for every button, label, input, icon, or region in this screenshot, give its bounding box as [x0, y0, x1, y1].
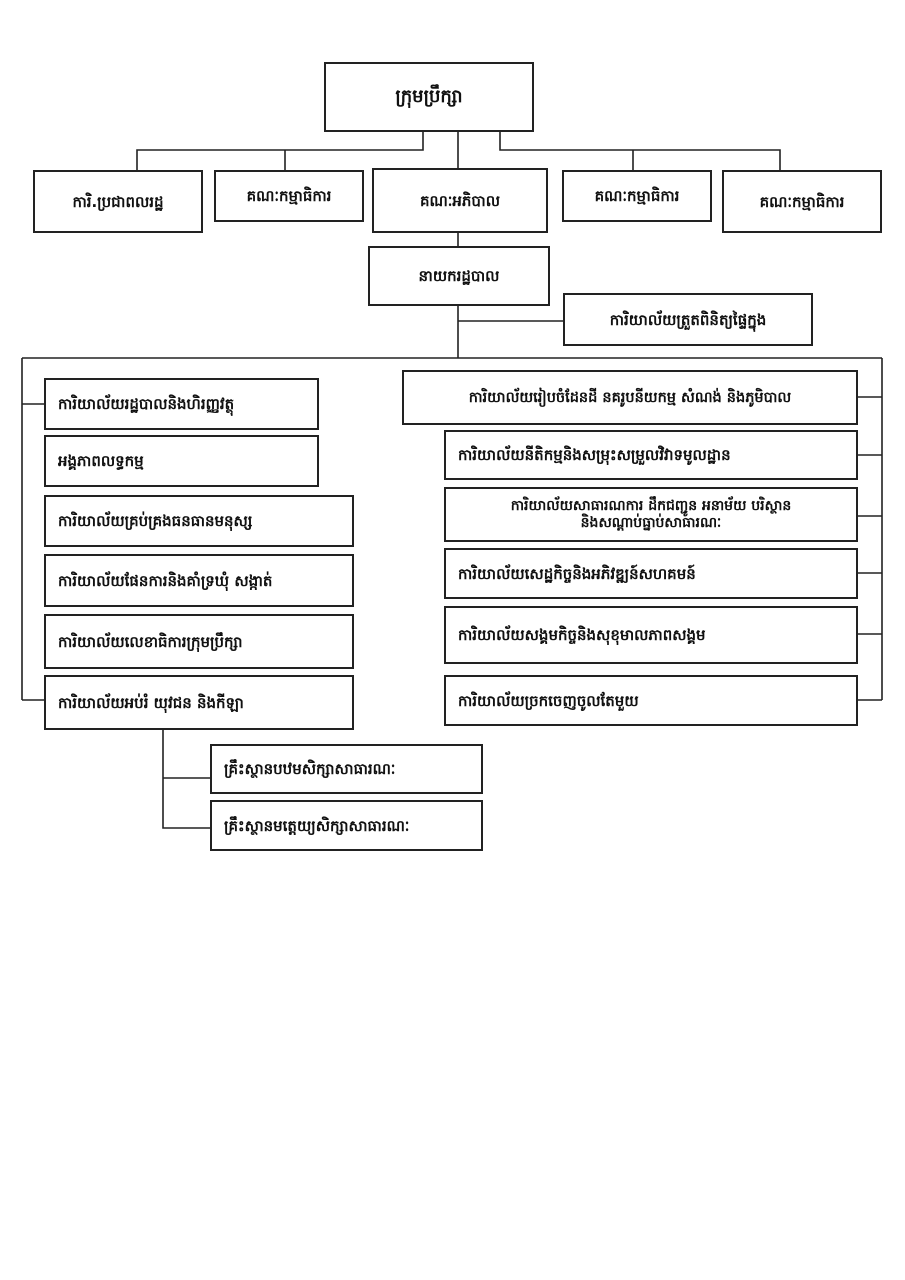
citizens-office-box: ការិ.ប្រជាពលរដ្ឋ [33, 170, 203, 233]
planning-office: ការិយាល័យផែនការនិងគាំទ្រឃុំ សង្កាត់ [44, 554, 354, 607]
public-works-office: ការិយាល័យសាធារណការ ដឹកជញ្ជូន អនាម័យ បរិស… [444, 487, 858, 542]
connector-top-left-bus [136, 131, 424, 170]
education-youth-sports-office: ការិយាល័យអប់រំ យុវជន និងកីឡា [44, 675, 354, 730]
committee-box-2: គណៈកម្មាធិការ [562, 170, 712, 222]
one-window-office: ការិយាល័យច្រកចេញចូលតែមួយ [444, 675, 858, 726]
admin-finance-office: ការិយាល័យរដ្ឋបាលនិងហិរញ្ញវត្ថុ [44, 378, 319, 430]
hr-office: ការិយាល័យគ្រប់គ្រងធនធានមនុស្ស [44, 495, 354, 547]
committee-box-1: គណៈកម្មាធិការ [214, 170, 364, 222]
public-works-line-1: ការិយាល័យសាធារណការ ដឹកជញ្ជូន អនាម័យ បរិស… [510, 497, 792, 514]
committee-box-3: គណៈកម្មាធិការ [722, 170, 882, 233]
land-urban-construction-office: ការិយាល័យរៀបចំដែនដី នគរូបនីយកម្ម សំណង់ ន… [402, 370, 858, 425]
primary-school-box: គ្រឹះស្ថានបឋមសិក្សាសាធារណៈ [210, 744, 483, 794]
council-box: ក្រុមប្រឹក្សា [324, 62, 534, 132]
preschool-box: គ្រឹះស្ថានមត្តេយ្យសិក្សាសាធារណៈ [210, 800, 483, 851]
connector-top-right-bus [499, 131, 781, 170]
board-of-governors-box: គណៈអភិបាល [372, 168, 548, 233]
connector-schools [162, 730, 210, 829]
director-box: នាយករដ្ឋបាល [368, 246, 550, 306]
economic-community-office: ការិយាល័យសេដ្ឋកិច្ចនិងអភិវឌ្ឍន៍សហគមន៍ [444, 548, 858, 599]
legal-dispute-office: ការិយាល័យនីតិកម្មនិងសម្រុះសម្រួលវិវាទមូល… [444, 430, 858, 480]
internal-audit-box: ការិយាល័យត្រួតពិនិត្យផ្ទៃក្នុង [563, 293, 813, 346]
social-welfare-office: ការិយាល័យសង្គមកិច្ចនិងសុខុមាលភាពសង្គម [444, 606, 858, 664]
council-secretariat-office: ការិយាល័យលេខាធិការក្រុមប្រឹក្សា [44, 614, 354, 669]
procurement-unit: អង្គភាពលទ្ធកម្ម [44, 435, 319, 487]
public-works-line-2: និងសណ្តាប់ធ្នាប់សាធារណៈ [580, 514, 722, 531]
